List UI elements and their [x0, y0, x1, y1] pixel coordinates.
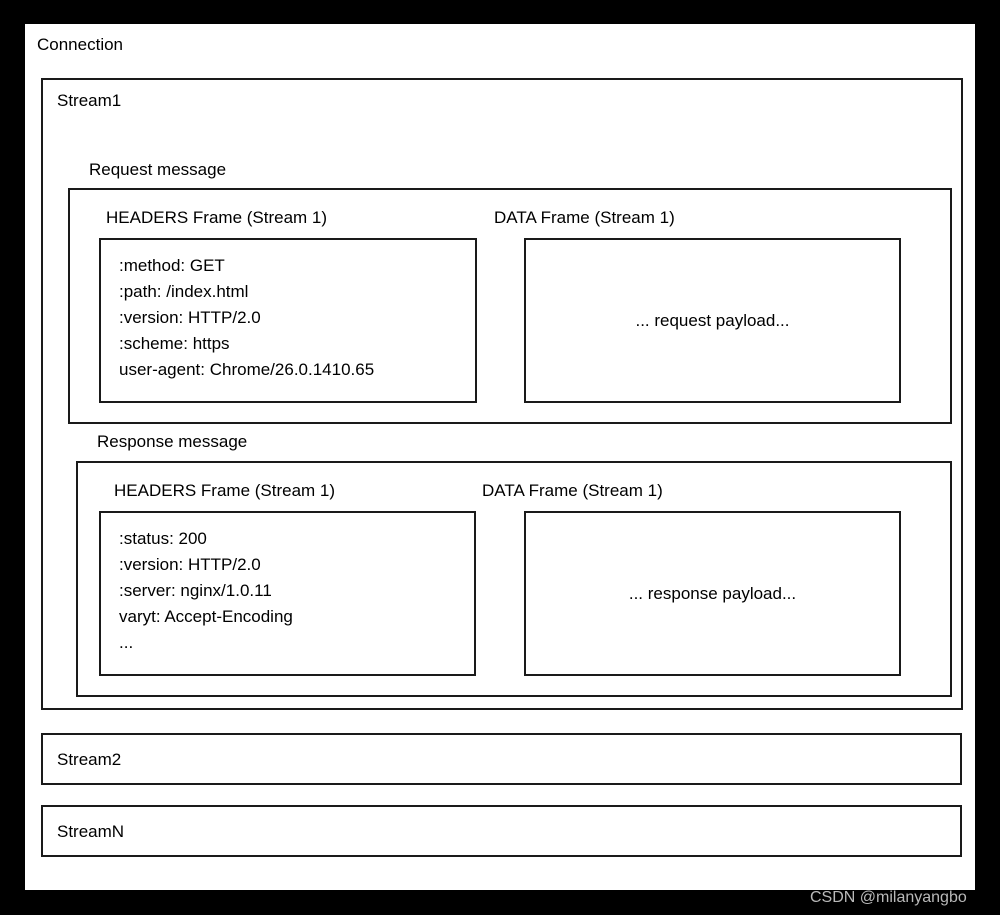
response-message-label: Response message: [97, 432, 248, 451]
request-message-label: Request message: [89, 160, 227, 179]
response-headers-frame-box: :status: 200 :version: HTTP/2.0 :server:…: [99, 511, 476, 676]
header-line: user-agent: Chrome/26.0.1410.65: [119, 360, 375, 379]
request-message-box: HEADERS Frame (Stream 1) :method: GET :p…: [68, 188, 952, 424]
header-line: varyt: Accept-Encoding: [119, 607, 293, 626]
header-line: :server: nginx/1.0.11: [119, 581, 272, 600]
request-headers-frame-title: HEADERS Frame (Stream 1): [106, 208, 328, 227]
request-headers-frame-box: :method: GET :path: /index.html :version…: [99, 238, 477, 403]
header-line: :status: 200: [119, 529, 207, 548]
response-message-box: HEADERS Frame (Stream 1) :status: 200 :v…: [76, 461, 952, 697]
header-line: :scheme: https: [119, 334, 230, 353]
request-headers-list: :method: GET :path: /index.html :version…: [119, 253, 374, 383]
connection-label: Connection: [37, 35, 124, 54]
connection-panel: Connection Stream1 Request message HEADE…: [25, 24, 975, 890]
response-data-frame-box: ... response payload...: [524, 511, 901, 676]
watermark-text: CSDN @milanyangbo: [810, 889, 967, 906]
request-data-frame-box: ... request payload...: [524, 238, 901, 403]
stream1-label: Stream1: [57, 91, 122, 110]
stream1-box: Stream1 Request message HEADERS Frame (S…: [41, 78, 963, 710]
request-data-frame-title: DATA Frame (Stream 1): [494, 208, 675, 227]
request-payload-text: ... request payload...: [635, 310, 790, 330]
response-payload-text: ... response payload...: [628, 583, 797, 603]
header-line: ...: [119, 633, 134, 652]
header-line: :method: GET: [119, 256, 225, 275]
streamN-box: StreamN: [41, 805, 962, 857]
response-headers-frame-title: HEADERS Frame (Stream 1): [114, 481, 336, 500]
response-headers-list: :status: 200 :version: HTTP/2.0 :server:…: [119, 526, 293, 656]
stream2-label: Stream2: [57, 750, 122, 769]
response-data-frame-title: DATA Frame (Stream 1): [482, 481, 663, 500]
header-line: :path: /index.html: [119, 282, 249, 301]
header-line: :version: HTTP/2.0: [119, 555, 261, 574]
header-line: :version: HTTP/2.0: [119, 308, 261, 327]
streamN-label: StreamN: [57, 822, 125, 841]
stream2-box: Stream2: [41, 733, 962, 785]
